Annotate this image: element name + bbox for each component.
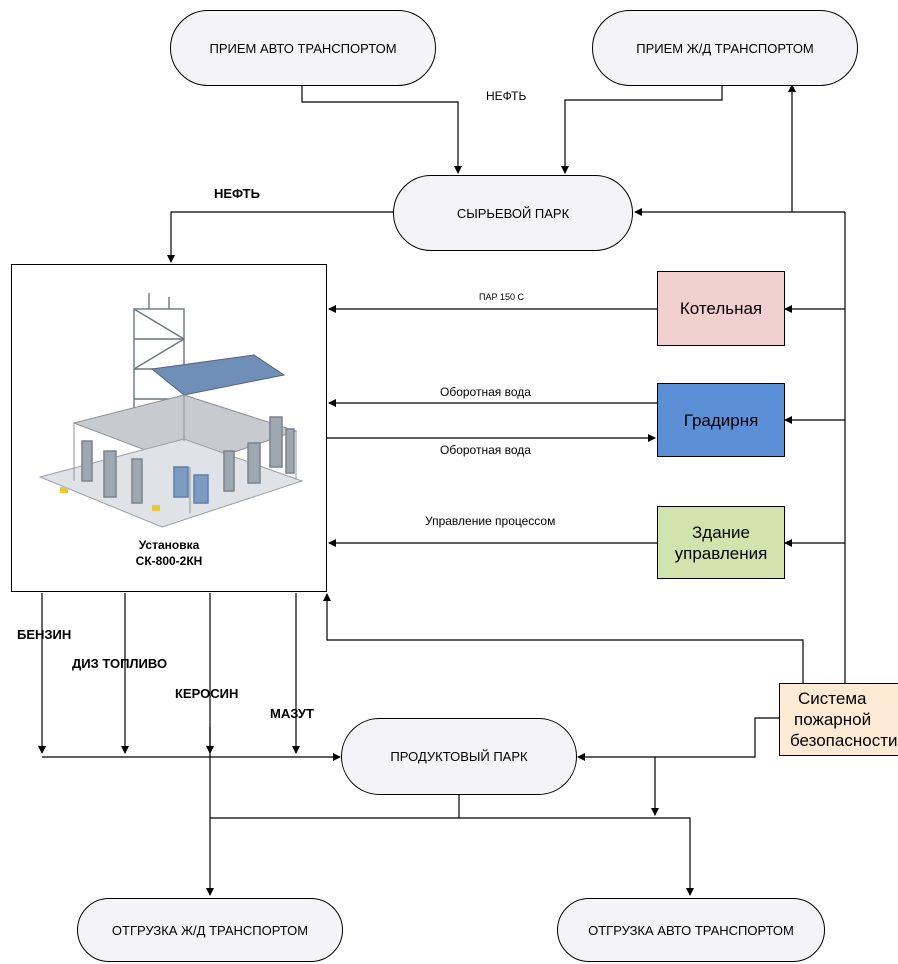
flow-park-to-auto	[459, 817, 694, 896]
water-out-label: Оборотная вода	[440, 443, 531, 457]
flow-fire-to-product	[577, 717, 779, 761]
rail-ship-node: ОТГРУЗКА Ж/Д ТРАНСПОРТОМ	[77, 898, 343, 962]
diesel-label: ДИЗ ТОПЛИВО	[72, 656, 168, 671]
raw-park-node: СЫРЬЕВОЙ ПАРК	[393, 175, 633, 251]
rail-receive-node: ПРИЕМ Ж/Д ТРАНСПОРТОМ	[592, 10, 858, 86]
oil-left-label: НЕФТЬ	[214, 186, 260, 201]
fire-system-line1: Система	[798, 689, 867, 708]
kerosene-label: КЕРОСИН	[175, 686, 239, 701]
process-control-label: Управление процессом	[425, 514, 556, 528]
gasoline-label: БЕНЗИН	[17, 627, 72, 642]
steam-label: ПАР 150 С	[479, 292, 524, 302]
control-building-node: Здание управления	[657, 506, 785, 579]
boiler-node: Котельная	[657, 271, 785, 346]
control-building-line2: управления	[674, 543, 768, 563]
unit-model: СК-800-2КН	[135, 554, 203, 568]
fire-system-line3: безопасности	[790, 731, 898, 750]
unit-caption: Установка СК-800-2КН	[12, 537, 326, 569]
auto-receive-node: ПРИЕМ АВТО ТРАНСПОРТОМ	[170, 10, 436, 86]
process-unit-box: Установка СК-800-2КН	[11, 264, 327, 592]
unit-title: Установка	[138, 538, 200, 552]
product-park-node: ПРОДУКТОВЫЙ ПАРК	[341, 718, 577, 795]
cooling-tower-node: Градирня	[657, 383, 785, 457]
plant-illustration	[38, 293, 304, 528]
flow-rail-to-raw	[561, 86, 723, 174]
fire-system-line2: пожарной	[794, 710, 872, 729]
auto-ship-node: ОТГРУЗКА АВТО ТРАНСПОРТОМ	[557, 898, 825, 962]
oil-top-label: НЕФТЬ	[486, 89, 527, 103]
flow-auto-to-raw	[301, 86, 462, 174]
flow-raw-to-unit	[167, 211, 393, 263]
fuel-oil-label: МАЗУТ	[270, 706, 314, 721]
flow-park-to-rail	[210, 727, 460, 895]
fire-system-node: Система пожарной безопасности	[779, 683, 898, 756]
water-in-label: Оборотная вода	[440, 385, 531, 399]
control-building-line1: Здание	[692, 522, 750, 542]
flow-fire-to-unit	[323, 593, 804, 683]
